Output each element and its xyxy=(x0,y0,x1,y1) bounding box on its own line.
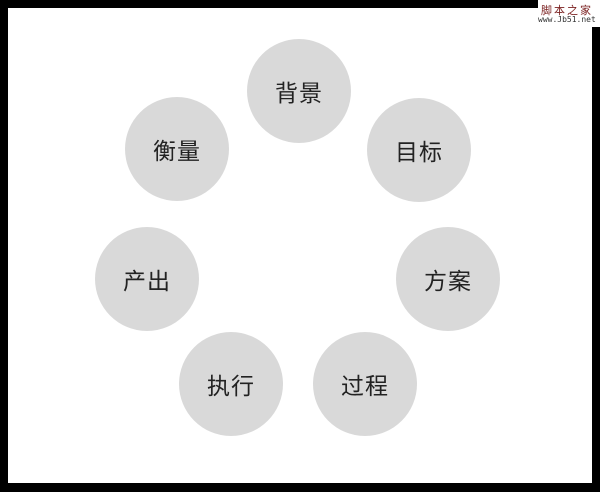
node-label: 目标 xyxy=(395,140,443,166)
watermark: 脚本之家 www.Jb51.net xyxy=(538,0,600,27)
node-label: 过程 xyxy=(341,374,389,400)
node-output: 产出 xyxy=(95,227,199,331)
node-execution: 执行 xyxy=(179,332,283,436)
node-label: 背景 xyxy=(275,81,323,107)
node-label: 执行 xyxy=(207,374,255,400)
node-label: 产出 xyxy=(123,269,171,295)
node-plan: 方案 xyxy=(396,227,500,331)
watermark-title: 脚本之家 xyxy=(541,4,593,17)
node-label: 方案 xyxy=(424,269,472,295)
watermark-url: www.Jb51.net xyxy=(538,15,596,24)
node-background: 背景 xyxy=(247,39,351,143)
node-goal: 目标 xyxy=(367,98,471,202)
node-process: 过程 xyxy=(313,332,417,436)
node-measure: 衡量 xyxy=(125,97,229,201)
node-label: 衡量 xyxy=(153,139,201,165)
